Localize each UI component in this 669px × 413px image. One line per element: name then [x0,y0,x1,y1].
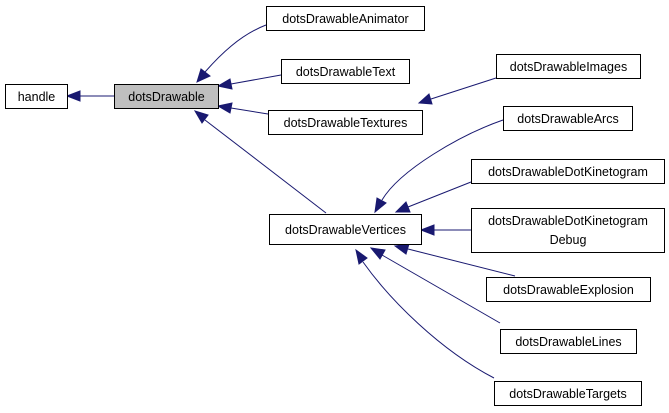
edge-textures-to-dotsdrawable [216,102,269,115]
node-dotsdrawablelines-label: dotsDrawableLines [515,335,621,349]
node-dotsdrawableexplosion-label: dotsDrawableExplosion [503,283,634,297]
node-dotsdrawablearcs-label: dotsDrawableArcs [517,112,618,126]
node-dotsdrawableanimator[interactable]: dotsDrawableAnimator [266,6,425,31]
edge-images-to-textures [417,77,497,105]
edge-text-to-dotsdrawable [216,74,282,90]
node-dotsdrawablevertices[interactable]: dotsDrawableVertices [269,214,422,245]
node-dotsdrawablelines[interactable]: dotsDrawableLines [500,329,637,354]
node-dotsdrawable-label: dotsDrawable [128,90,204,104]
nodes: handle dotsDrawable dotsDrawableAnimator… [5,6,665,406]
edge-dotkinetogramdebug-to-vertices [419,224,471,236]
node-dotsdrawabledotkinetogramdebug-label-line2: Debug [550,233,587,247]
edges [65,24,516,379]
node-dotsdrawabledotkinetogramdebug[interactable]: dotsDrawableDotKinetogram Debug [471,208,665,253]
edge-lines-to-vertices [369,247,501,324]
node-handle[interactable]: handle [5,84,68,109]
node-dotsdrawabletextures-label: dotsDrawableTextures [284,116,408,130]
node-dotsdrawabledotkinetogramdebug-label-line1: dotsDrawableDotKinetogram [488,214,648,228]
node-dotsdrawablevertices-label: dotsDrawableVertices [285,223,406,237]
edge-targets-to-vertices [355,248,495,379]
node-dotsdrawabledotkinetogram[interactable]: dotsDrawableDotKinetogram [471,159,665,184]
node-dotsdrawabletext-label: dotsDrawableText [296,65,396,79]
node-dotsdrawableexplosion[interactable]: dotsDrawableExplosion [486,277,651,302]
node-dotsdrawabletargets-label: dotsDrawableTargets [509,387,626,401]
node-dotsdrawablearcs[interactable]: dotsDrawableArcs [503,106,633,131]
node-dotsdrawableimages[interactable]: dotsDrawableImages [496,54,641,79]
edge-animator-to-dotsdrawable [196,24,267,83]
edge-vertices-to-dotsdrawable [193,110,327,214]
edge-arcs-to-vertices [374,119,504,214]
node-dotsdrawable[interactable]: dotsDrawable [114,84,219,109]
node-dotsdrawabletextures[interactable]: dotsDrawableTextures [268,110,423,135]
edge-dotsdrawable-to-handle [65,90,114,102]
node-dotsdrawableanimator-label: dotsDrawableAnimator [282,12,408,26]
node-dotsdrawabletargets[interactable]: dotsDrawableTargets [494,381,642,406]
node-handle-label: handle [18,90,56,104]
node-dotsdrawabledotkinetogram-label: dotsDrawableDotKinetogram [488,165,648,179]
node-dotsdrawabletext[interactable]: dotsDrawableText [281,59,410,84]
node-dotsdrawableimages-label: dotsDrawableImages [510,60,627,74]
edge-dotkinetogram-to-vertices [394,181,472,213]
